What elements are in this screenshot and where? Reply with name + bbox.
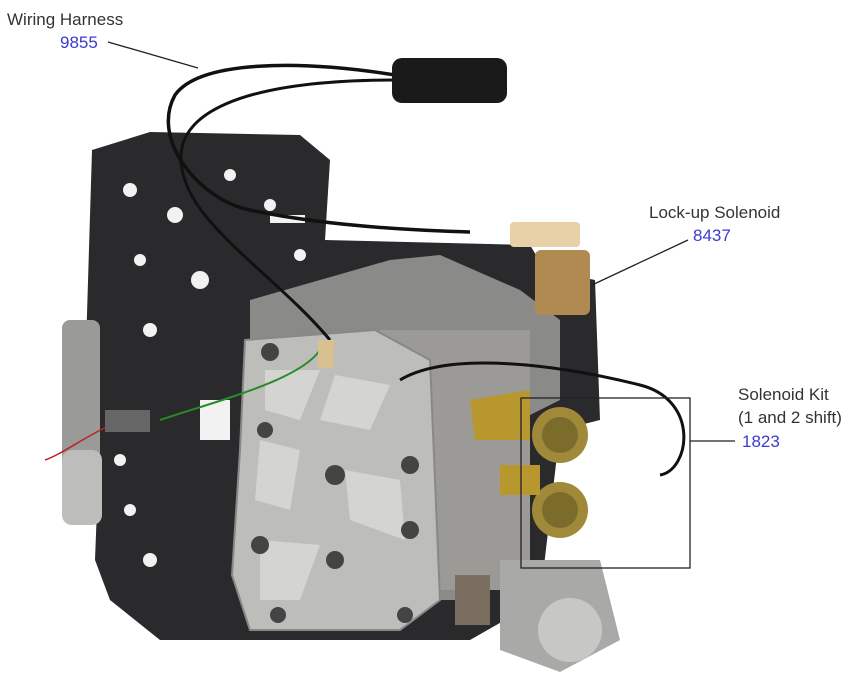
cover-pockets bbox=[255, 370, 405, 600]
shift-solenoids bbox=[470, 390, 588, 538]
solenoid-kit-label: Solenoid Kit bbox=[738, 385, 829, 404]
wiring-harness-part-number[interactable]: 9855 bbox=[60, 33, 98, 52]
harness-connector bbox=[392, 58, 507, 103]
lock-up-solenoid-label: Lock-up Solenoid bbox=[649, 203, 781, 222]
bolts bbox=[251, 343, 419, 623]
leader-lines bbox=[107, 41, 735, 569]
plate-holes bbox=[114, 169, 306, 567]
wiring-harness bbox=[44, 63, 686, 477]
lock-up-solenoid-part-number[interactable]: 8437 bbox=[693, 226, 731, 245]
solenoid-kit-part-number[interactable]: 1823 bbox=[742, 432, 780, 451]
wiring-harness-label: Wiring Harness bbox=[7, 10, 124, 29]
lock-up-solenoid bbox=[510, 222, 590, 315]
solenoid-kit-sublabel: (1 and 2 shift) bbox=[738, 408, 842, 427]
